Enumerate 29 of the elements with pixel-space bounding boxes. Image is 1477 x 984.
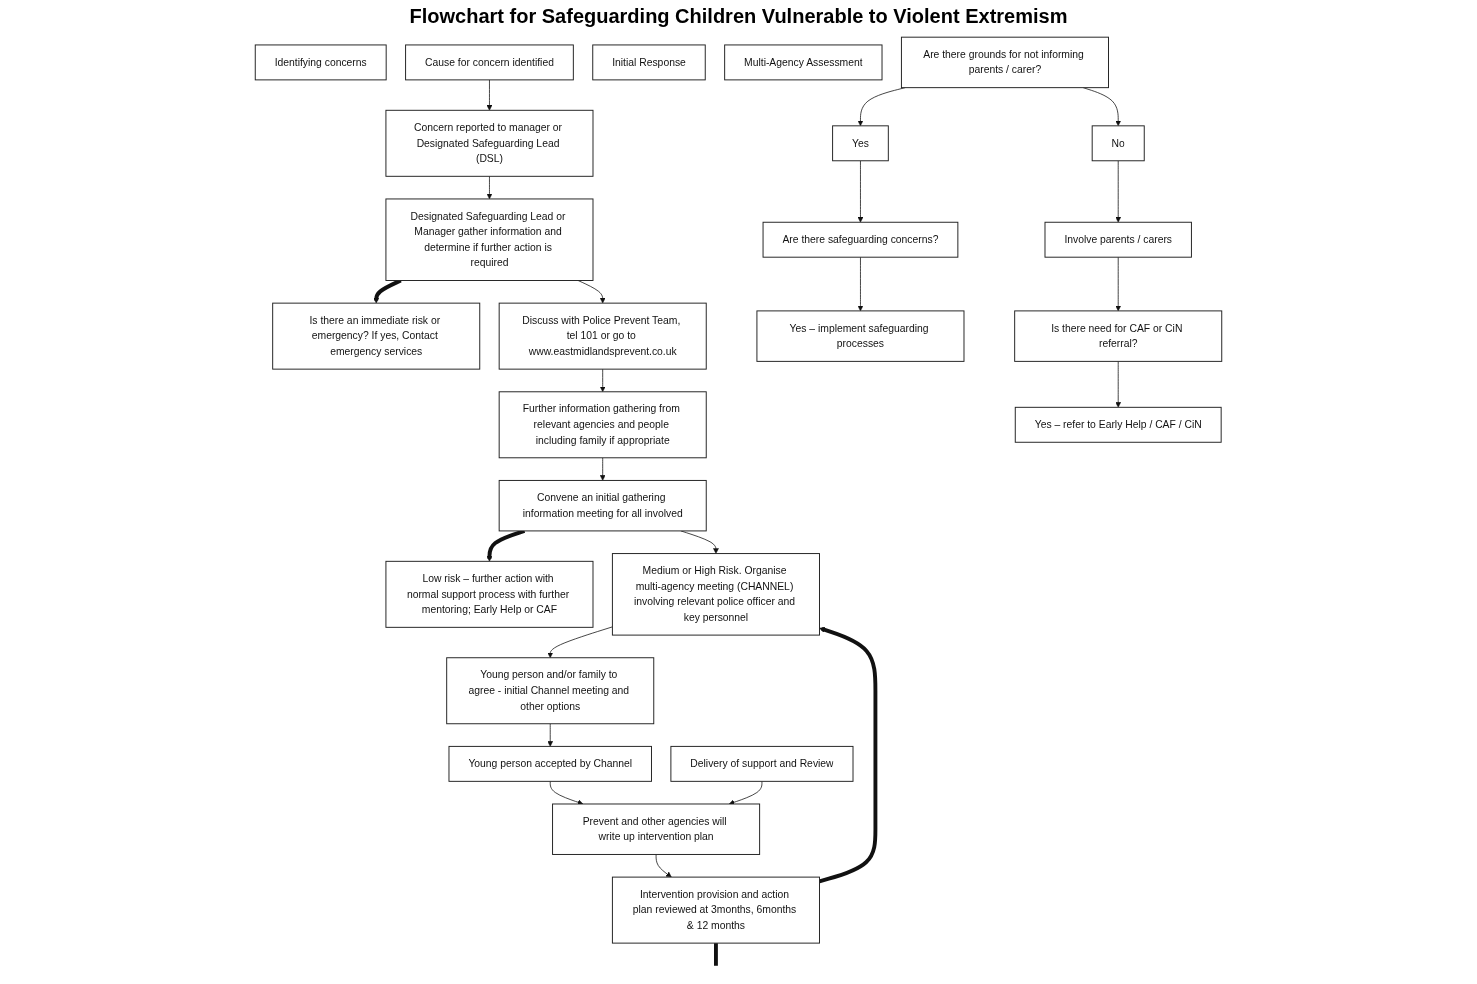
node-box: Discuss with Police Prevent Team, tel 101 or go to www.eastmidlandsprevent.co.uk (498, 302, 707, 370)
node-box: Are there safeguarding concerns? (762, 221, 959, 258)
node-box: Intervention provision and action plan reviewed at 3months, 6months & 12 months (611, 876, 820, 944)
node-box: Medium or High Risk. Organise multi-agency meeting (CHANNEL) involving relevant police officer and key personnel (611, 553, 820, 636)
node-box: Initial Response (592, 44, 706, 81)
connector (714, 943, 718, 966)
node-box: Concern reported to manager or Designated Safeguarding Lead (DSL) (385, 109, 594, 177)
node-box: Low risk – further action with normal support process with further mentoring; Early Help or CAF (385, 560, 594, 628)
node-box: Cause for concern identified (405, 44, 574, 81)
node-box: Prevent and other agencies will write up intervention plan (552, 803, 761, 855)
node-box: No (1091, 125, 1145, 162)
node-box: Are there grounds for not informing parents / carer? (900, 36, 1109, 89)
node-box: Further information gathering from relevant agencies and people including family if appropriate (498, 391, 707, 459)
node-box: Convene an initial gathering information meeting for all involved (498, 479, 707, 532)
node-box: Is there an immediate risk or emergency? If yes, Contact emergency services (272, 302, 481, 370)
arrow (818, 627, 878, 884)
node-box: Is there need for CAF or CiN referral? (1014, 310, 1223, 362)
arrow (486, 529, 526, 562)
node-box: Involve parents / carers (1044, 221, 1192, 258)
node-box: Yes (832, 125, 889, 162)
node-box: Identifying concerns (254, 44, 387, 81)
node-box: Delivery of support and Review (670, 745, 854, 782)
node-box: Young person accepted by Channel (448, 745, 652, 782)
node-box: Yes – implement safeguarding processes (756, 310, 965, 362)
node-box: Multi-Agency Assessment (724, 44, 883, 81)
node-box: Young person and/or family to agree - initial Channel meeting and other options (446, 657, 655, 725)
node-box: Designated Safeguarding Lead or Manager gather information and determine if further action is required (385, 198, 594, 281)
node-box: Yes – refer to Early Help / CAF / CiN (1014, 406, 1222, 443)
diagram-title: Flowchart for Safeguarding Children Vulnerable to Violent Extremism (408, 4, 1069, 29)
